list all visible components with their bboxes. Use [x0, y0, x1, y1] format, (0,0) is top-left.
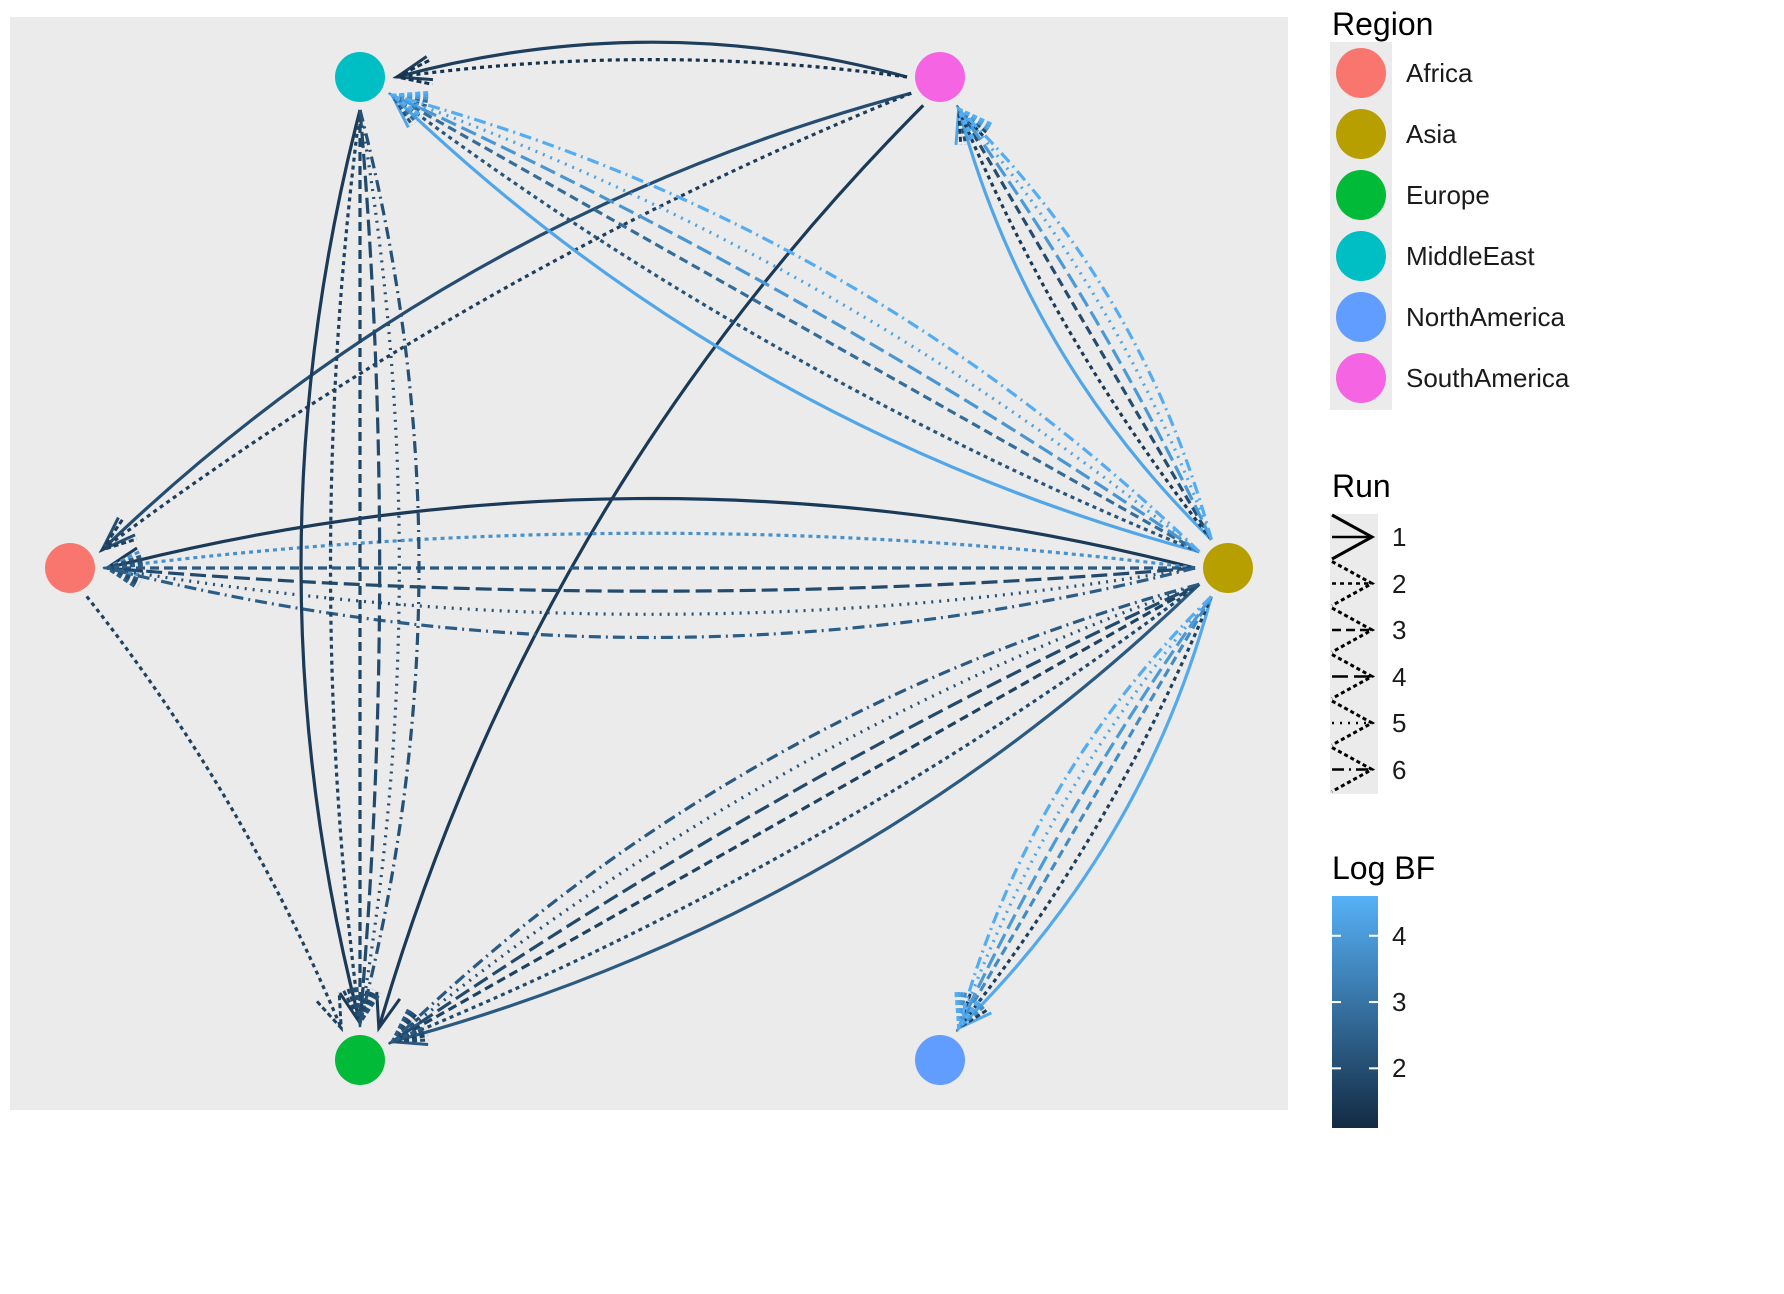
edge-asia-to-northamerica-run2 [957, 595, 1213, 1030]
legend-logbf-bar [1332, 896, 1378, 1128]
edge-asia-to-middleeast-run4 [391, 93, 1201, 554]
arrowhead [387, 90, 429, 117]
edge-southamerica-to-africa-run1 [101, 91, 912, 551]
legend-logbf-tick-label: 2 [1392, 1053, 1407, 1084]
edge-asia-to-southamerica-run4 [957, 107, 1213, 541]
legend-region-swatch-africa [1336, 48, 1386, 98]
edge-asia-to-southamerica-run2 [957, 108, 1213, 541]
legend-run-keys-bg [1330, 514, 1378, 794]
legend-run-label: 6 [1392, 754, 1407, 785]
arrowhead [102, 563, 144, 590]
arrowhead [98, 519, 138, 553]
legend-region-label: SouthAmerica [1406, 363, 1570, 393]
node-middleeast [335, 52, 385, 102]
edge-southamerica-to-middleeast-run2 [396, 58, 908, 79]
edge-middleeast-to-europe-run4 [358, 109, 382, 1024]
legend-region-swatch-europe [1336, 170, 1386, 220]
edge-asia-to-middleeast-run3 [391, 93, 1201, 554]
legend-region-label: Africa [1406, 58, 1473, 88]
legend-run-label: 2 [1392, 568, 1407, 599]
edge-asia-to-middleeast-run5 [391, 93, 1201, 553]
arrowhead [375, 992, 402, 1033]
legend-region-swatch-asia [1336, 109, 1386, 159]
arrowhead [954, 992, 981, 1033]
edge-asia-to-europe-run1 [391, 583, 1201, 1044]
edge-asia-to-europe-run2 [391, 582, 1201, 1044]
edge-middleeast-to-europe-run2 [328, 109, 362, 1024]
edge-asia-to-northamerica-run1 [957, 596, 1213, 1030]
edge-asia-to-middleeast-run6 [391, 93, 1201, 553]
legend-region-swatch-southamerica [1336, 353, 1386, 403]
edge-asia-to-southamerica-run5 [957, 107, 1213, 541]
edge-southamerica-to-africa-run2 [101, 91, 912, 552]
node-africa [45, 543, 95, 593]
edges-layer [85, 40, 1213, 1046]
edge-africa-to-europe-run2 [85, 595, 343, 1029]
node-southamerica [915, 52, 965, 102]
arrowhead [388, 1008, 426, 1045]
legend-region-title: Region [1332, 6, 1434, 42]
edge-asia-to-northamerica-run4 [957, 595, 1213, 1029]
legend-region-label: MiddleEast [1406, 241, 1535, 271]
legend-region-swatch-northamerica [1336, 292, 1386, 342]
arrowhead [392, 59, 433, 86]
legend-logbf-tick-label: 4 [1392, 920, 1407, 951]
legend-logbf-title: Log BF [1332, 850, 1436, 886]
arrowhead [955, 105, 993, 142]
panel-background [10, 17, 1288, 1110]
edge-asia-to-europe-run6 [391, 582, 1200, 1043]
node-northamerica [915, 1035, 965, 1085]
legend-logbf-gradient [1332, 896, 1378, 1128]
edge-asia-to-africa-run2 [106, 531, 1196, 570]
legend-run-label: 4 [1392, 661, 1407, 692]
legend-run-title: Run [1332, 468, 1391, 504]
arrowhead [355, 986, 382, 1028]
network-diagram [10, 17, 1288, 1110]
legend-logbf-tick-label: 3 [1392, 987, 1407, 1018]
edge-asia-to-middleeast-run1 [391, 94, 1200, 554]
edge-asia-to-africa-run5 [106, 566, 1196, 616]
legend-region-label: NorthAmerica [1406, 302, 1565, 332]
legend-region-label: Europe [1406, 180, 1490, 210]
edge-asia-to-africa-run4 [106, 566, 1196, 593]
edge-southamerica-to-europe-run1 [377, 104, 925, 1029]
legend-run-label: 5 [1392, 708, 1407, 738]
legend-run-label: 1 [1392, 522, 1407, 552]
edge-asia-to-southamerica-run1 [957, 108, 1213, 541]
legend-region-keys-bg [1330, 42, 1392, 410]
edge-southamerica-to-middleeast-run1 [396, 40, 908, 79]
arrowhead [315, 992, 343, 1033]
node-asia [1203, 543, 1253, 593]
edge-asia-to-africa-run1 [106, 496, 1196, 570]
legend-region-swatch-middleeast [1336, 231, 1386, 281]
edge-middleeast-to-europe-run6 [358, 109, 421, 1024]
edge-middleeast-to-europe-run1 [299, 109, 362, 1024]
edge-asia-to-northamerica-run6 [957, 595, 1213, 1029]
node-europe [335, 1035, 385, 1085]
legend-region-label: Asia [1406, 119, 1457, 149]
edge-asia-to-northamerica-run5 [957, 595, 1213, 1029]
legend-run-label: 3 [1392, 615, 1407, 645]
edge-asia-to-europe-run5 [391, 582, 1200, 1043]
nodes-layer [45, 52, 1253, 1085]
edge-asia-to-middleeast-run2 [391, 93, 1200, 554]
edge-asia-to-southamerica-run6 [957, 107, 1213, 540]
edge-asia-to-europe-run4 [391, 582, 1200, 1044]
edge-asia-to-europe-run3 [391, 582, 1201, 1044]
